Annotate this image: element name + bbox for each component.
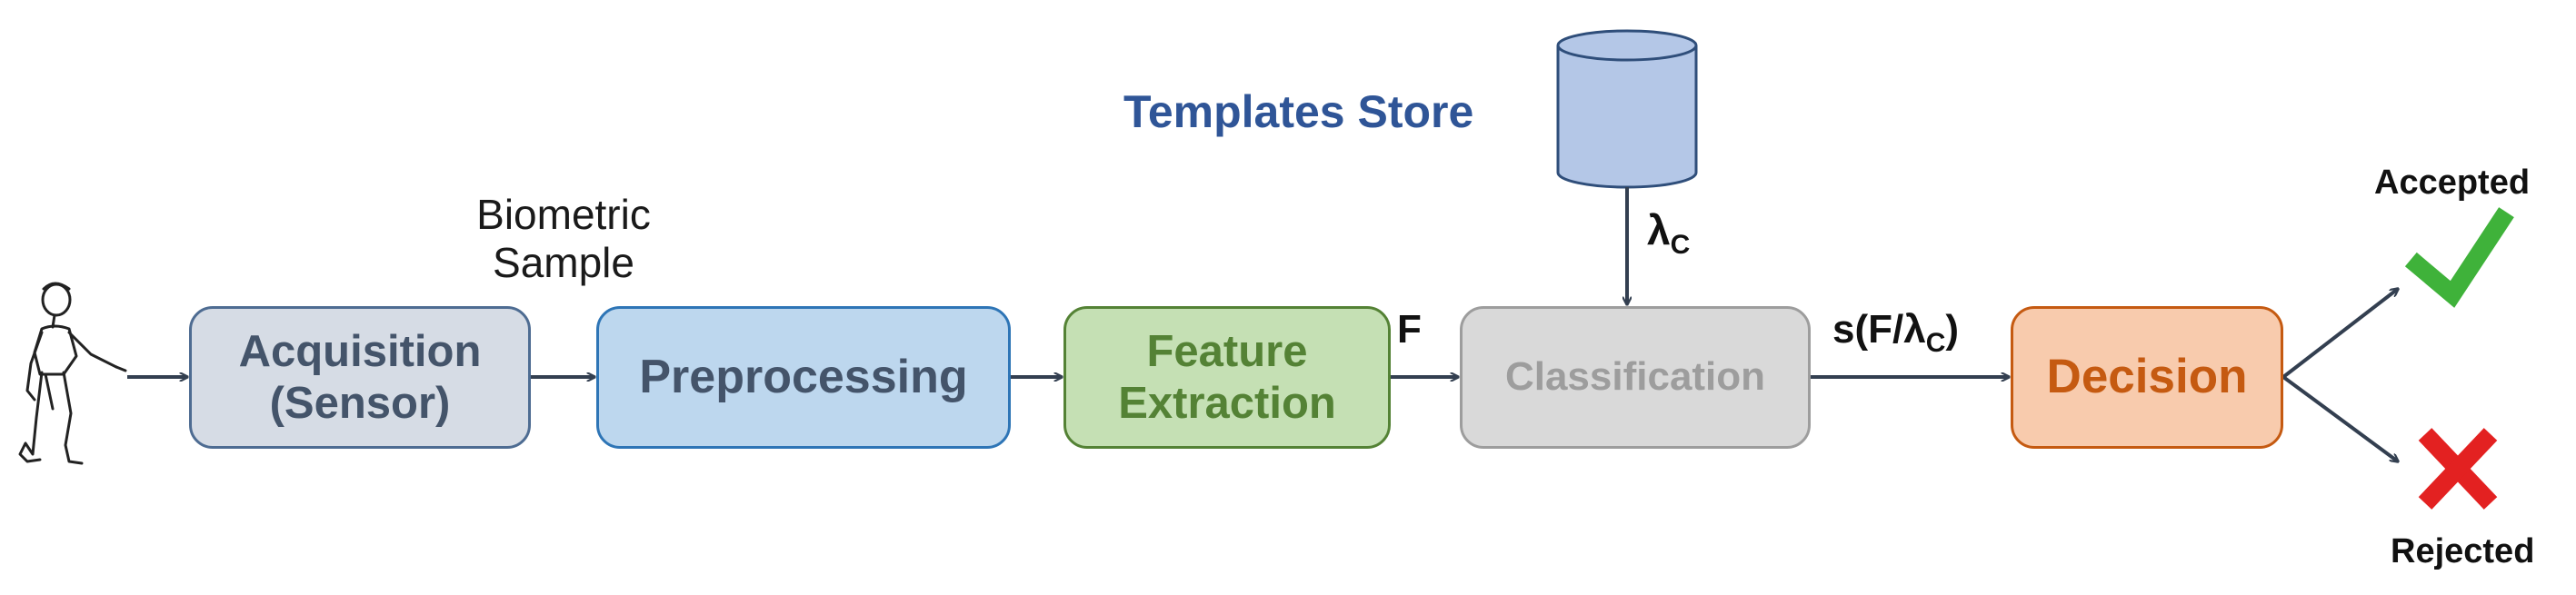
feature-extraction-block: Feature Extraction xyxy=(1063,306,1391,449)
preprocessing-block: Preprocessing xyxy=(596,306,1011,449)
feature-extraction-line-1: Feature xyxy=(1146,327,1308,377)
acquisition-block: Acquisition (Sensor) xyxy=(189,306,531,449)
score-prefix: s(F/λ xyxy=(1832,307,1926,352)
checkmark-icon xyxy=(2404,207,2514,308)
feature-extraction-line-2: Extraction xyxy=(1118,378,1336,428)
classification-label: Classification xyxy=(1504,354,1766,400)
biometric-sample-line-2: Sample xyxy=(493,239,634,287)
score-subscript: C xyxy=(1925,327,1946,358)
arrow-decision-to-rejected xyxy=(2281,375,2398,461)
rejected-label: Rejected xyxy=(2391,532,2535,570)
score-suffix: ) xyxy=(1945,307,1960,352)
decision-block: Decision xyxy=(2011,306,2283,449)
biometric-sample-line-1: Biometric xyxy=(476,191,651,238)
templates-store-label: Templates Store xyxy=(1123,86,1474,137)
decision-label: Decision xyxy=(2046,350,2248,404)
preprocessing-label: Preprocessing xyxy=(639,350,968,403)
features-edge-label: F xyxy=(1397,307,1422,352)
biometric-sample-label: Biometric Sample xyxy=(454,191,673,288)
arrow-decision-to-accepted xyxy=(2281,289,2398,379)
acquisition-label: Acquisition xyxy=(238,327,482,377)
database-icon xyxy=(1556,29,1698,189)
score-edge-label: s(F/λC) xyxy=(1832,307,1959,359)
walking-person-icon xyxy=(18,282,127,465)
template-edge-label: λC xyxy=(1647,205,1690,261)
template-symbol: λ xyxy=(1647,206,1671,253)
acquisition-sublabel: (Sensor) xyxy=(269,378,451,428)
classification-block: Classification xyxy=(1460,306,1811,449)
accepted-label: Accepted xyxy=(2374,164,2531,202)
cross-icon xyxy=(2418,428,2498,510)
template-subscript: C xyxy=(1670,230,1691,261)
